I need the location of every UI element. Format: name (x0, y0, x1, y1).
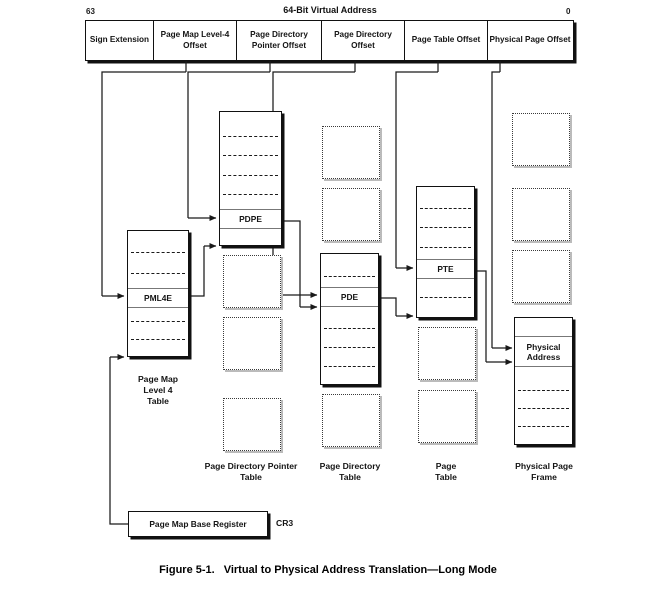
divider (324, 276, 375, 277)
divider (223, 136, 278, 137)
ghost-page-directory-pointer-table (223, 317, 281, 370)
divider (131, 321, 185, 322)
cr3-register-label: CR3 (276, 518, 294, 528)
divider (223, 194, 278, 195)
physical-page-frame: Physical Address (514, 317, 573, 445)
page-table-caption: Page Table (435, 461, 457, 482)
bit-label-msb: 63 (86, 7, 95, 16)
ghost-page-directory-table (322, 188, 380, 241)
divider (518, 408, 569, 409)
divider (420, 208, 471, 209)
ghost-page-directory-pointer-table (223, 398, 281, 451)
address-field-4: Page Table Offset (405, 21, 488, 60)
ghost-page-directory-table (322, 126, 380, 179)
figure-number: Figure 5-1. (159, 564, 215, 576)
divider (131, 273, 185, 274)
figure-caption: Figure 5-1. Virtual to Physical Address T… (0, 564, 656, 576)
pdpe-entry: PDPE (220, 209, 281, 229)
divider (420, 227, 471, 228)
ghost-page-table (418, 390, 476, 443)
physical-page-frame-caption: Physical Page Frame (515, 461, 573, 482)
address-field-5: Physical Page Offset (488, 21, 572, 60)
bit-label-lsb: 0 (566, 7, 571, 16)
address-field-3: Page Directory Offset (322, 21, 405, 60)
divider (420, 297, 471, 298)
ghost-physical-page-frame (512, 188, 570, 241)
page-directory-pointer-table: PDPE (219, 111, 282, 246)
page-directory-table: PDE (320, 253, 379, 385)
page-table: PTE (416, 186, 475, 318)
pml4e-entry: PML4E (128, 288, 188, 308)
address-field-1: Page Map Level-4 Offset (154, 21, 237, 60)
page-map-level-4-table: PML4E (127, 230, 189, 357)
divider (131, 339, 185, 340)
divider (518, 426, 569, 427)
ghost-physical-page-frame (512, 113, 570, 166)
divider (324, 366, 375, 367)
divider (223, 155, 278, 156)
ghost-page-directory-pointer-table (223, 255, 281, 308)
divider (223, 175, 278, 176)
divider (324, 347, 375, 348)
pde-entry: PDE (321, 287, 378, 307)
address-field-2: Page Directory Pointer Offset (237, 21, 322, 60)
divider (324, 328, 375, 329)
divider (420, 247, 471, 248)
ghost-page-table (418, 327, 476, 380)
pte-entry: PTE (417, 259, 474, 279)
divider (518, 390, 569, 391)
address-field-0: Sign Extension (86, 21, 154, 60)
virtual-address-title: 64-Bit Virtual Address (283, 5, 377, 15)
ghost-physical-page-frame (512, 250, 570, 303)
page-map-level-4-table-caption: Page Map Level 4 Table (137, 374, 179, 406)
page-directory-table-caption: Page Directory Table (319, 461, 381, 482)
divider (131, 252, 185, 253)
physical-address-entry: Physical Address (515, 336, 572, 367)
ghost-page-directory-table (322, 394, 380, 447)
page-directory-pointer-table-caption: Page Directory Pointer Table (204, 461, 298, 482)
figure-title: Virtual to Physical Address Translation—… (223, 564, 497, 576)
page-map-base-register: Page Map Base Register (128, 511, 268, 537)
